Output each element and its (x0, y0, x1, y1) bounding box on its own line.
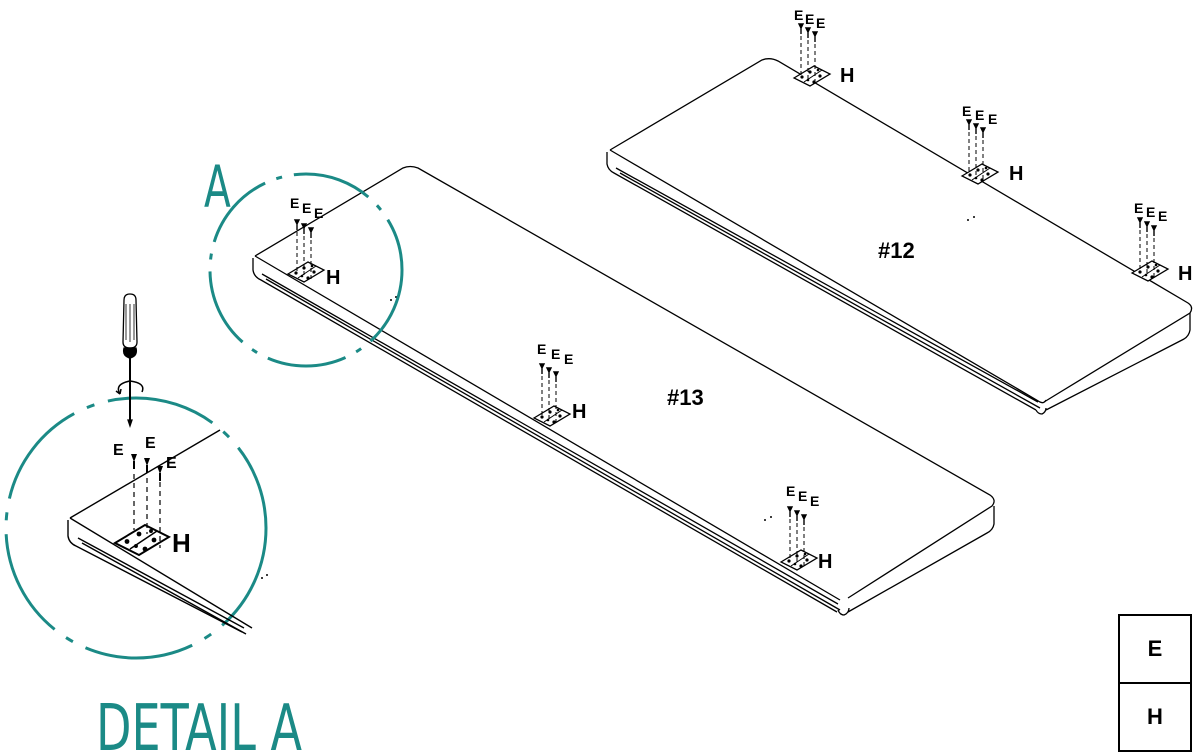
panel-13 (252, 165, 995, 616)
screw-label: E (537, 341, 546, 357)
detail-a-caption: DETAIL A (96, 691, 302, 756)
panel-12 (606, 58, 1193, 415)
screw-label: E (1146, 204, 1155, 220)
hinge-label: H (1178, 263, 1192, 285)
hinge-label: H (1009, 163, 1023, 185)
detail-a-view: E E E H (4, 293, 268, 660)
detail-hinge-label: H (172, 528, 191, 558)
hinge-group-13a: E E E H (287, 195, 340, 289)
screw-label: E (1158, 208, 1167, 224)
screw-label: E (564, 351, 573, 367)
detail-screw-label: E (166, 455, 177, 472)
legend-cell: H (1118, 682, 1192, 752)
screw-label: E (816, 15, 825, 31)
hinge-group-13b: E E E H (533, 341, 586, 427)
legend-row: E (1118, 614, 1192, 684)
detail-screw-label: E (113, 442, 124, 459)
screw-label: E (290, 195, 299, 211)
detail-callout-letter: A (204, 154, 231, 222)
hinge-group-12a: E E E H (793, 7, 854, 87)
parts-legend: E H (1118, 614, 1192, 752)
screwdriver-icon (122, 293, 138, 429)
screw-label: E (798, 488, 807, 504)
legend-cell: E (1118, 614, 1192, 684)
screw-label: E (805, 11, 814, 27)
screw-label: E (551, 346, 560, 362)
screw-label: E (794, 7, 803, 23)
hinge-group-13c: E E E H (780, 483, 832, 573)
hinge-label: H (572, 401, 586, 423)
hinge-group-12c: E E E H (1131, 200, 1192, 285)
screw-label: E (786, 483, 795, 499)
rotate-arrow-icon (115, 380, 144, 395)
panel-12-label: #12 (878, 238, 915, 263)
screw-label: E (302, 200, 311, 216)
screw-label: E (1134, 200, 1143, 216)
panel-13-label: #13 (667, 385, 704, 410)
screw-label: E (810, 493, 819, 509)
hinge-label: H (840, 65, 854, 87)
screw-label: E (975, 107, 984, 123)
hinge-label: H (326, 267, 340, 289)
surface-dots (261, 216, 975, 579)
screw-label: E (988, 111, 997, 127)
hinge-group-12b: E E E H (961, 103, 1023, 185)
legend-row: H (1118, 682, 1192, 752)
detail-a-circle (4, 396, 268, 660)
detail-callout-circle (208, 172, 404, 368)
screw-label: E (314, 205, 323, 221)
hinge-label: H (818, 551, 832, 573)
screw-label: E (962, 103, 971, 119)
detail-screw-label: E (145, 435, 156, 452)
